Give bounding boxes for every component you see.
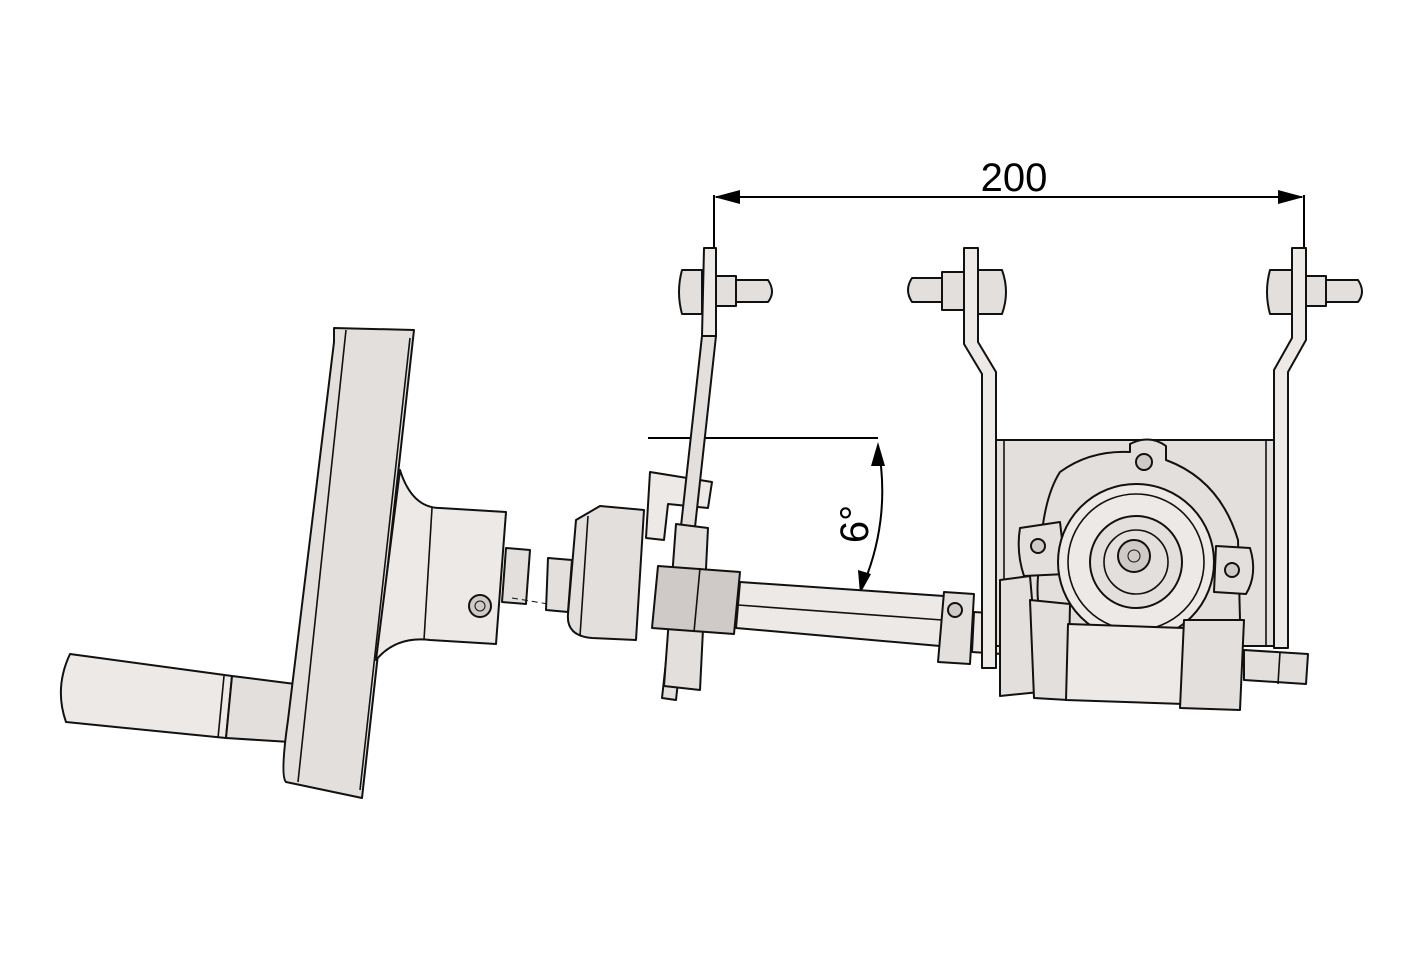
shaft-collar [651,565,741,635]
arrow-left-icon [714,190,740,204]
arrow-top-icon [871,442,885,466]
right-bolt-shank [1325,279,1363,303]
arrow-right-icon [1278,190,1304,204]
left-bolt-nut [678,269,703,315]
end-cap [1179,619,1245,711]
middle-bolt-nut [977,269,1007,315]
output-shaft [1243,649,1309,685]
shaft-body [735,581,945,647]
left-bolt-shank [735,279,773,303]
width-label: 200 [981,156,1048,200]
width-dimension: 200 [713,156,1305,262]
angle-dimension: 6° [648,437,885,594]
angle-label: 6° [833,505,877,543]
handwheel-rim [282,327,415,799]
handwheel-hub [375,469,507,661]
middle-bolt-shank [907,277,943,303]
handle-grip [59,653,233,739]
drive-shaft-housing [1065,623,1185,705]
right-bolt-nut [1266,269,1293,315]
coupling-body [566,505,645,641]
housing-hole-top [1135,453,1153,471]
handle-shaft [225,675,296,743]
left-bracket-top [701,247,717,337]
crank-handle [59,653,296,743]
hub-stub [501,547,531,605]
input-shaft-end [1117,539,1151,573]
hub-screw [468,594,492,618]
arrow-bottom-icon [858,570,871,594]
gearbox [999,438,1309,711]
handwheel [282,327,549,799]
main-shaft [735,581,1005,665]
left-mount [651,247,773,701]
coupling [545,471,713,641]
